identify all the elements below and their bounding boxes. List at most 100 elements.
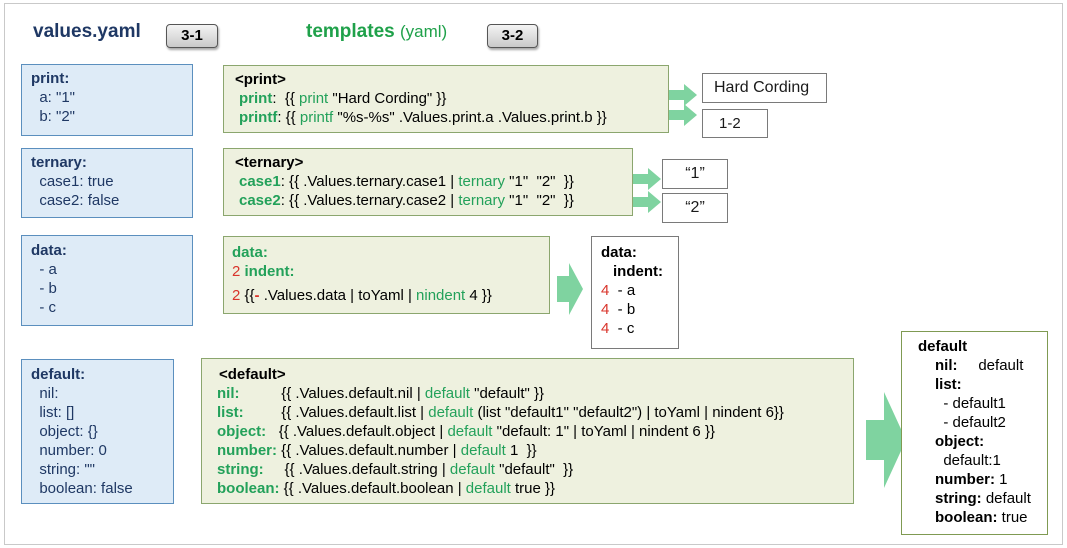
template-text: : {{ [272,90,300,107]
result-data-item-text: - b [609,301,636,318]
template-default-row: number: {{ .Values.default.number | defa… [217,441,853,460]
result-object-key: object: [935,433,985,450]
values-print-line: print: [31,70,70,87]
template-function: default [428,404,474,421]
values-default-line: object: {} [31,423,98,440]
result-value: default [957,357,1024,374]
values-print-box: print: a: "1" b: "2" [21,64,193,136]
template-default-row: list: {{ .Values.default.list | default … [217,403,853,422]
values-default-line: string: "" [31,461,95,478]
result-nil-line: nil: default [918,356,1047,375]
result-print: Hard Cording [702,73,827,103]
values-print-line: a: "1" [31,89,76,106]
values-data-box: data: - a - b - c [21,235,193,326]
result-number-line: number: 1 [918,470,1047,489]
result-list-item: - default2 [935,414,1006,431]
indent-number: 4 [601,301,610,318]
template-ternary-box: <ternary> case1: {{ .Values.ternary.case… [223,148,633,216]
result-value: true [997,509,1028,526]
template-key: printf [239,109,278,126]
template-function: ternary [458,173,506,190]
values-ternary-box: ternary: case1: true case2: false [21,148,193,218]
template-default-row: object: {{ .Values.default.object | defa… [217,422,853,441]
template-print-header: <print> [235,71,286,88]
template-data-line: data: [232,244,268,261]
arrow-print-1 [641,84,697,106]
template-printf-line: printf: {{ printf "%s-%s" .Values.print.… [235,108,668,127]
template-default-header: <default> [219,366,286,383]
template-text: "1" "2" }} [505,173,574,190]
result-default-title: default [918,338,968,355]
result-data-item: 4 - a [601,281,678,300]
template-function: default [449,461,495,478]
template-default-row: nil: {{ .Values.default.nil | default "d… [217,384,853,403]
result-default-box: default nil: default list: - default1 - … [901,331,1048,535]
template-pad [240,385,282,402]
template-text: {{ .Values.default.nil | [281,385,425,402]
values-default-line: boolean: false [31,480,133,497]
values-ternary-line: case1: true [31,173,114,190]
indent-number: 4 [601,282,610,299]
template-text: {{ .Values.default.string | [284,461,450,478]
result-data-line: data: [601,244,637,261]
template-text: {{ .Values.default.list | [281,404,429,421]
arrow-data [557,263,583,315]
template-text: {{ [240,287,255,304]
result-data-item-text: - c [609,320,635,337]
values-data-line: - c [31,299,56,316]
values-default-line: default: [31,366,86,383]
template-ternary-header: <ternary> [235,154,304,171]
template-default-row: string: {{ .Values.default.string | defa… [217,460,853,479]
result-key: number: [935,471,995,488]
values-yaml-title: values.yaml [33,21,141,42]
values-data-line: data: [31,242,67,259]
template-key: boolean: [217,480,280,497]
template-pad [266,423,279,440]
template-function: default [465,480,511,497]
template-text: (list "default1" "default2") | toYaml | … [473,404,784,421]
templates-title-text: templates [306,21,395,42]
values-default-line: list: [] [31,404,75,421]
values-ternary-line: case2: false [31,192,120,209]
template-text: .Values.data | toYaml | [259,287,417,304]
template-pad [264,461,285,478]
values-default-box: default: nil: list: [] object: {} number… [21,359,174,504]
template-default-rows: nil: {{ .Values.default.nil | default "d… [217,384,853,498]
values-ternary-line: ternary: [31,154,87,171]
template-key: object: [217,423,267,440]
template-key: nil: [217,385,240,402]
templates-title: templates (yaml) [306,21,447,43]
template-print-line: print: {{ print "Hard Cording" }} [235,89,668,108]
template-key: indent: [244,263,295,280]
template-text: "default" }} [469,385,544,402]
template-pad [244,404,282,421]
result-list-key: list: [935,376,962,393]
template-text: "default" }} [494,461,574,478]
result-string-line: string: default [918,489,1047,508]
result-data-item: 4 - c [601,319,678,338]
result-case2: “2” [662,193,728,223]
templates-badge: 3-2 [487,24,538,48]
template-default-box: <default> nil: {{ .Values.default.nil | … [201,358,854,504]
result-data-item: 4 - b [601,300,678,319]
template-key: print [239,90,273,107]
template-key: string: [217,461,264,478]
template-text: 1 }} [505,442,537,459]
template-function: print [299,90,329,107]
result-key: string: [935,490,982,507]
indent-number: 2 [232,287,241,304]
result-boolean-line: boolean: true [918,508,1047,527]
template-text: {{ .Values.default.object | [278,423,448,440]
template-text: {{ .Values.default.number | [281,442,461,459]
template-key: list: [217,404,244,421]
template-text: : {{ [277,109,300,126]
arrow-print-2 [641,104,697,126]
template-function: default [424,385,470,402]
values-default-line: number: 0 [31,442,107,459]
template-text: : {{ .Values.ternary.case2 | [280,192,459,209]
template-text: : {{ .Values.ternary.case1 | [280,173,459,190]
template-text: "1" "2" }} [505,192,574,209]
result-list-item: - default1 [935,395,1006,412]
arrow-default [866,392,906,488]
